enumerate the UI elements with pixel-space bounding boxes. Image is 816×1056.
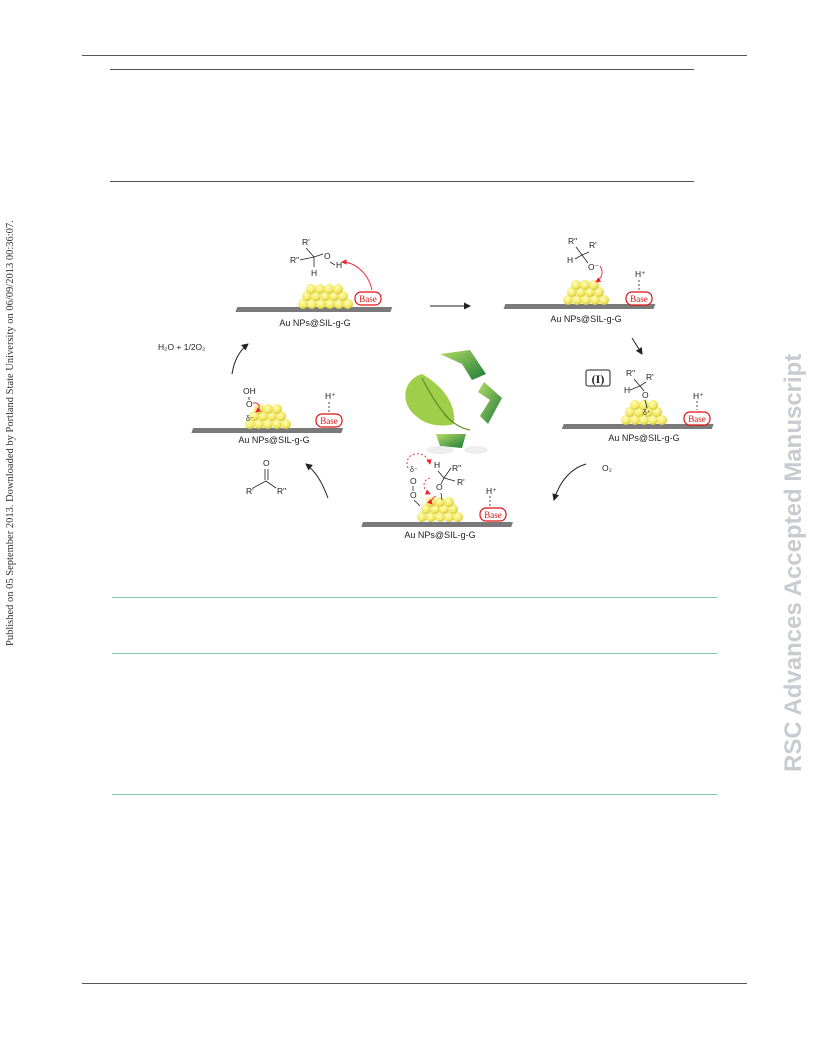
gold-nanoparticle [621,400,667,425]
svg-text:δ⁺: δ⁺ [643,410,651,417]
svg-text:R': R' [646,372,654,382]
panel-2: Base H⁺ Au NPs@SIL-g-G R" R' H O⁻ [503,236,656,324]
svg-text:H: H [567,255,573,265]
svg-text:O: O [324,251,331,261]
catalyst-label-3: Au NPs@SIL-g-G [608,433,679,443]
svg-text:Base: Base [320,416,338,426]
notes-rule [112,794,717,795]
gold-nanoparticle [245,404,291,429]
svg-text:R": R" [277,486,286,496]
catalyst-label-1: Au NPs@SIL-g-G [279,318,350,328]
catalytic-cycle-scheme: Base Au NPs@SIL-g-G R' R" H O H Base H⁺ … [158,236,714,540]
svg-text:H⁺: H⁺ [486,486,497,496]
catalyst-label-5: Au NPs@SIL-g-G [238,435,309,445]
gold-nanoparticle [563,280,609,305]
svg-text:H: H [624,385,630,395]
header-rule [82,55,747,56]
panel-4: Base H⁺ Au NPs@SIL-g-G δ⁻ O O H R" R' O [361,453,513,540]
svg-text:H: H [311,268,317,278]
gold-nanoparticle [417,497,463,522]
svg-text:Base: Base [484,510,502,520]
catalyst-label-4: Au NPs@SIL-g-G [404,530,475,540]
table-bottom-rule [110,181,694,182]
svg-text:O: O [410,476,417,486]
caption-bottom-rule [112,653,717,654]
svg-text:R': R' [246,486,254,496]
ketone-product: O R' R" [246,458,286,496]
base-label: Base [359,294,377,304]
panel-1: Base Au NPs@SIL-g-G R' R" H O H [235,237,393,328]
oxidant-label: O₂ [602,463,612,473]
svg-text:R': R' [589,240,597,250]
intermediate-label: (I) [592,372,605,386]
svg-text:O: O [436,482,443,492]
svg-text:H⁺: H⁺ [325,391,336,401]
svg-text:H: H [336,260,342,270]
panel-5: Base H⁺ Au NPs@SIL-g-G OH O δ⁻ [191,386,344,445]
svg-text:O: O [246,399,253,409]
svg-text:O: O [642,390,649,400]
svg-text:R': R' [302,237,310,247]
table-top-rule [110,69,694,70]
svg-text:Base: Base [630,294,648,304]
panel-3: (I) Base H⁺ Au NPs@SIL-g-G R" R' H O δ⁺ [561,368,714,443]
gold-nanoparticle [298,284,353,309]
svg-text:O: O [410,490,417,500]
catalyst-label-2: Au NPs@SIL-g-G [550,314,621,324]
watermark: RSC Advances Accepted Manuscript [780,353,807,772]
svg-text:H⁺: H⁺ [693,391,704,401]
caption-top-rule [112,597,717,598]
svg-text:OH: OH [243,386,256,396]
svg-text:O: O [263,458,270,468]
svg-text:δ⁻: δ⁻ [246,416,254,423]
svg-text:R': R' [457,477,465,487]
svg-text:R": R" [626,368,635,378]
svg-text:R": R" [290,255,299,265]
recycle-leaf-icon [405,350,502,454]
svg-text:H⁺: H⁺ [635,269,646,279]
publication-note: Published on 05 September 2013. Download… [5,220,16,646]
svg-text:H: H [434,460,440,470]
footer-rule [82,983,747,984]
svg-text:R": R" [452,463,461,473]
byproduct-label: H₂O + 1/2O₂ [158,342,205,352]
svg-text:δ⁻: δ⁻ [410,467,418,474]
svg-text:Base: Base [688,414,706,424]
svg-text:O⁻: O⁻ [588,262,600,272]
svg-text:R": R" [568,236,577,246]
